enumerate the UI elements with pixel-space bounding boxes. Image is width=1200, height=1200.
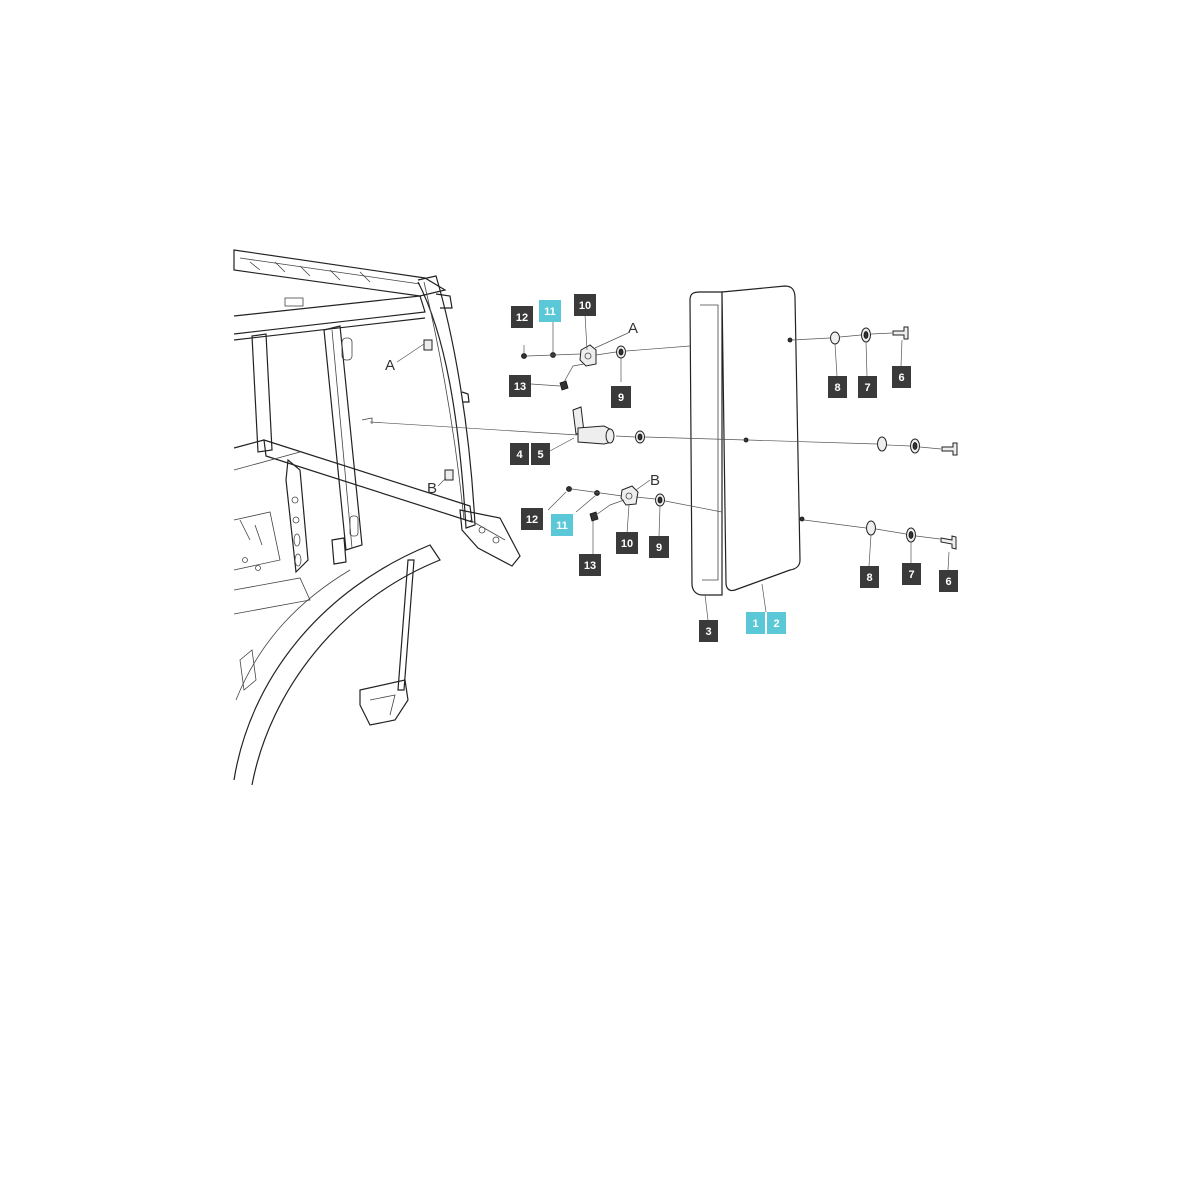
callout-6-top: 6 xyxy=(898,372,904,384)
callout-9-bottom: 9 xyxy=(656,542,662,554)
right-fasteners xyxy=(747,326,958,550)
callout-10-top: 10 xyxy=(579,300,591,312)
callout-12-bottom: 12 xyxy=(526,514,538,526)
callout-8-bottom-box xyxy=(860,566,879,588)
callout-10-bottom: 10 xyxy=(621,538,633,550)
callout-6-bottom-box xyxy=(939,570,958,592)
callout-6-top-box xyxy=(892,366,911,388)
callout-3: 3 xyxy=(705,626,711,638)
callout-7-bottom-box xyxy=(902,563,921,585)
callout-7-top: 7 xyxy=(864,382,870,394)
callout-8-top-box xyxy=(828,376,847,398)
callout-9-top: 9 xyxy=(618,392,624,404)
callout-4-box xyxy=(510,443,529,465)
callout-13-top-box xyxy=(509,375,531,397)
callout-8-top: 8 xyxy=(834,382,840,394)
callout-3-box xyxy=(699,620,718,642)
callout-2: 2 xyxy=(773,618,779,630)
side-window-assembly xyxy=(689,285,805,596)
callout-9-top-box xyxy=(611,386,631,408)
callout-12-top: 12 xyxy=(516,312,528,324)
callout-11-bottom-box xyxy=(551,514,573,536)
callout-7-top-box xyxy=(858,376,877,398)
callout-leaders xyxy=(523,313,950,621)
callout-9-bottom-box xyxy=(649,536,669,558)
callout-4: 4 xyxy=(516,449,523,461)
callout-13-bottom: 13 xyxy=(584,560,596,572)
reference-letter-b-frame: B xyxy=(427,480,437,497)
callouts: 12 11 10 13 9 4 5 12 11 10 9 13 3 1 2 xyxy=(509,294,958,642)
callout-6-bottom: 6 xyxy=(945,576,951,588)
callout-13-top: 13 xyxy=(514,381,526,393)
callout-11-top: 11 xyxy=(544,306,556,318)
top-latch-hardware xyxy=(521,332,691,391)
callout-2-box xyxy=(767,612,786,634)
cab-frame xyxy=(233,249,521,786)
window-handle xyxy=(369,406,747,453)
callout-5: 5 xyxy=(537,449,543,461)
callout-12-bottom-box xyxy=(521,508,543,530)
bottom-latch-hardware xyxy=(547,479,723,522)
callout-8-bottom: 8 xyxy=(866,572,872,584)
callout-11-bottom: 11 xyxy=(556,520,568,532)
reference-letter-a-frame: A xyxy=(385,357,395,374)
callout-10-top-box xyxy=(574,294,596,316)
callout-13-bottom-box xyxy=(579,554,601,576)
reference-letter-b-hardware: B xyxy=(650,472,660,489)
reference-letter-a-hardware: A xyxy=(628,320,638,337)
callout-1-box xyxy=(746,612,765,634)
callout-5-box xyxy=(531,443,550,465)
callout-11-top-box xyxy=(539,300,561,322)
callout-1: 1 xyxy=(752,618,758,630)
callout-7-bottom: 7 xyxy=(908,569,914,581)
callout-10-bottom-box xyxy=(616,532,638,554)
callout-12-top-box xyxy=(511,306,533,328)
